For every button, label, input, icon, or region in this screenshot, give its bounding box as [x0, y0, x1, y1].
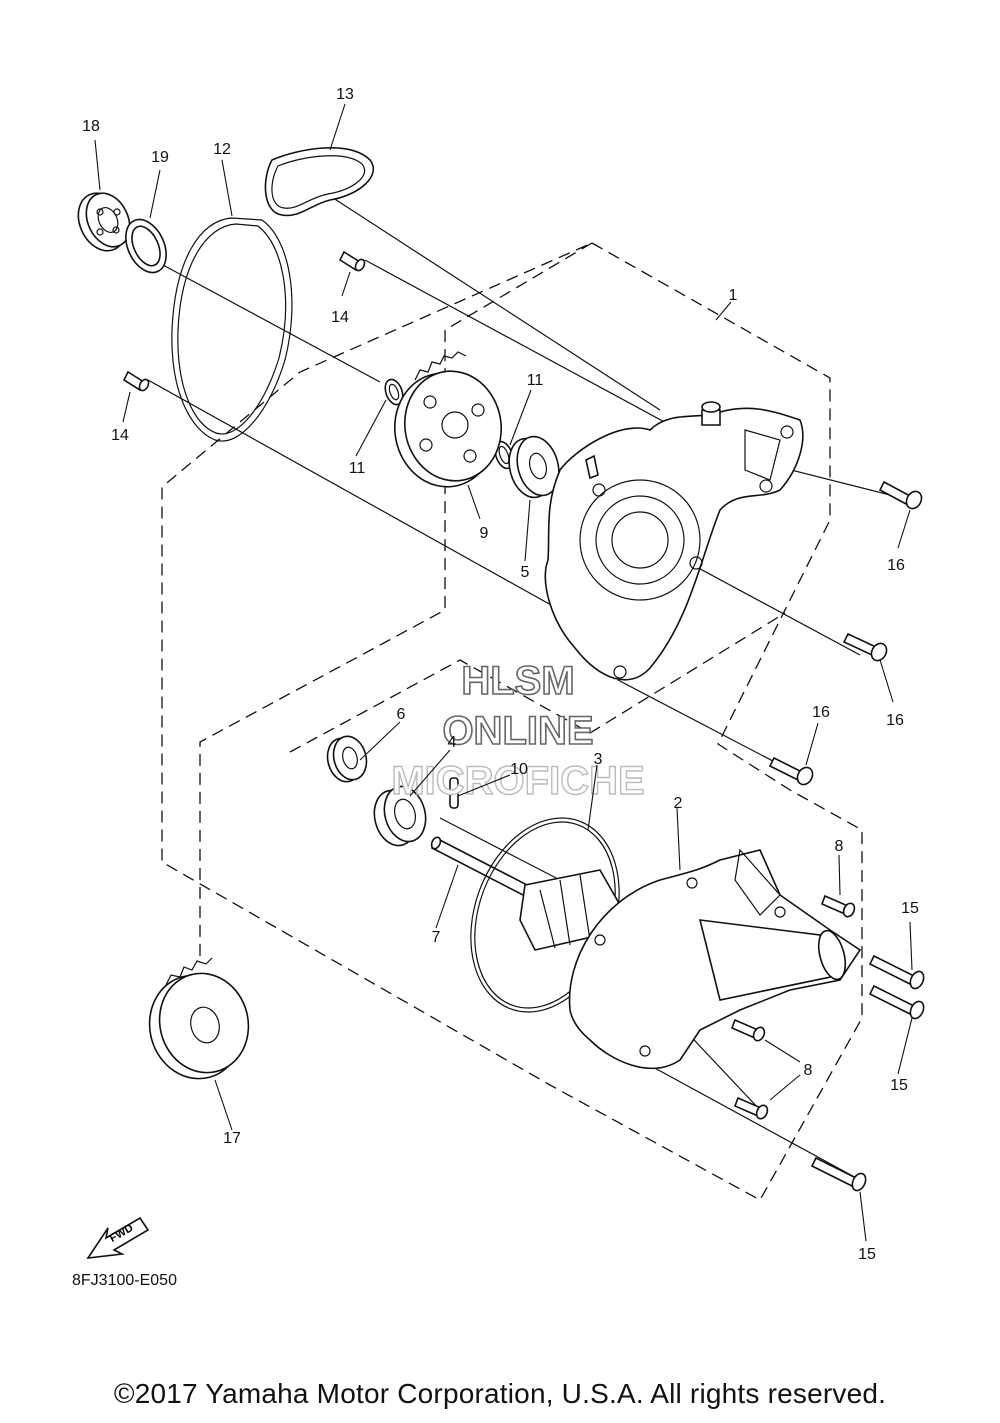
watermark-line-1: HLSM — [461, 659, 574, 703]
mechanical-seal-4 — [373, 785, 427, 847]
diagram-code: 8FJ3100-E050 — [72, 1272, 177, 1289]
callout-19: 19 — [151, 149, 169, 166]
callout-6: 6 — [397, 706, 406, 723]
callout-13: 13 — [336, 86, 354, 103]
callout-15b: 15 — [890, 1077, 908, 1094]
gasket-13 — [264, 147, 375, 217]
callout-11a: 11 — [349, 460, 366, 477]
bolt-16a — [878, 480, 923, 510]
callout-15c: 15 — [858, 1246, 876, 1263]
callout-11b: 11 — [527, 372, 544, 389]
callout-17: 17 — [223, 1130, 241, 1147]
callout-14a: 14 — [331, 309, 349, 326]
bolt-8b — [730, 1018, 766, 1042]
copyright-notice: ©2017 Yamaha Motor Corporation, U.S.A. A… — [113, 1378, 887, 1409]
callout-12: 12 — [213, 141, 231, 158]
watermark: HLSM ONLINE MICROFICHE — [391, 658, 646, 804]
bearing-5 — [508, 435, 560, 499]
pin-10 — [449, 777, 459, 809]
dowel-pin-14b — [122, 370, 150, 392]
callout-7: 7 — [432, 929, 441, 946]
bolt-16b — [842, 632, 888, 662]
callout-9: 9 — [480, 525, 489, 542]
callout-1: 1 — [729, 287, 738, 304]
callout-16b: 16 — [886, 712, 904, 729]
callouts: 18 19 12 13 14 14 11 11 9 5 1 16 16 16 6… — [82, 86, 919, 1263]
bolt-15a — [868, 954, 925, 990]
bolt-8a — [820, 894, 856, 918]
leader-lines — [94, 103, 913, 1242]
forward-arrow-icon: FWD — [86, 1216, 150, 1259]
oil-seal-6 — [326, 735, 368, 783]
bolt-15c — [810, 1156, 867, 1192]
assembly-boundary-1 — [161, 242, 863, 1201]
bolt-8c — [733, 1096, 769, 1120]
watermark-line-3: MICROFICHE — [391, 759, 644, 803]
callout-10: 10 — [510, 761, 528, 778]
callout-5: 5 — [521, 564, 530, 581]
pump-housing-2 — [568, 848, 862, 1070]
watermark-line-2: ONLINE — [442, 709, 593, 753]
dowel-pin-14a — [338, 250, 366, 272]
bolt-15b — [868, 984, 925, 1020]
o-ring-12 — [171, 217, 293, 442]
callout-8b: 8 — [804, 1062, 813, 1079]
callout-18: 18 — [82, 118, 100, 135]
callout-15a: 15 — [901, 900, 919, 917]
callout-8a: 8 — [835, 838, 844, 855]
callout-16c: 16 — [812, 704, 830, 721]
pump-cover-1 — [544, 401, 804, 681]
circlip-19 — [125, 218, 167, 274]
callout-4: 4 — [448, 734, 457, 751]
gear-9 — [393, 351, 503, 488]
bolt-16c — [768, 756, 814, 786]
callout-16a: 16 — [887, 557, 905, 574]
callout-14b: 14 — [111, 427, 129, 444]
gear-17 — [148, 957, 250, 1080]
bearing-18 — [77, 192, 131, 252]
callout-2: 2 — [674, 795, 683, 812]
callout-3: 3 — [594, 751, 603, 768]
